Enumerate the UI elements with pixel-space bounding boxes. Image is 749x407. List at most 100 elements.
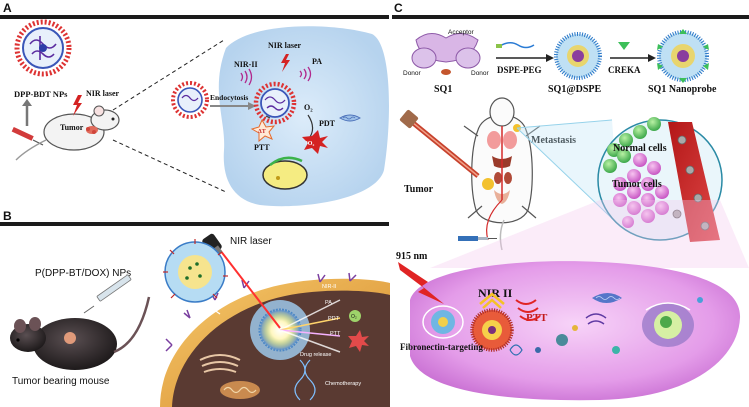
pdt-label-b: PDT [328, 316, 340, 322]
nir-ii-label-b: NIR-II [322, 284, 337, 290]
singlet-o2-burst-b [348, 330, 369, 352]
fibronectin-targeting-label: Fibronectin-targeting [400, 342, 483, 352]
laser-bolt-c [398, 262, 444, 304]
tumor-cells [613, 153, 669, 228]
tumor-cells-label: Tumor cells [612, 179, 662, 190]
vessel-nanoprobes [672, 135, 710, 231]
fibronectin-target-zone [422, 305, 464, 339]
ptt-label-a: PTT [254, 143, 270, 152]
normal-cells-label: Normal cells [613, 143, 667, 154]
laser-beam-b [219, 249, 281, 329]
panel-b-divider [0, 222, 389, 226]
nir-laser-label-inset: NIR laser [268, 41, 302, 50]
er-c2 [509, 344, 523, 356]
vesicle-c3 [535, 347, 541, 353]
singlet-oxygen-burst [302, 130, 328, 154]
normal-cells [603, 117, 661, 173]
sq1-label: SQ1 [434, 84, 452, 95]
ptt-arrow-a [265, 115, 271, 119]
zoom-line-c2 [516, 127, 621, 227]
delta-t-label-a: ΔT [258, 129, 266, 135]
ptt-label-b: PTT [330, 331, 341, 337]
zoom-line-c1 [516, 119, 613, 129]
laser-bolt-a [73, 95, 82, 116]
rays-b [279, 299, 341, 353]
pdt-arrow-a [307, 114, 314, 138]
pa-waves-a [299, 66, 312, 82]
dna-helix-b [294, 359, 316, 401]
sq1-nanoprobe [657, 29, 709, 83]
o2-bubble-b [349, 310, 361, 322]
nir-ii-waves-a [240, 68, 253, 86]
o2-label-a: O₂ [304, 103, 313, 112]
zoom-line-top [112, 39, 225, 111]
syringe-c-icon [458, 236, 497, 241]
sq1-nanoprobe-label: SQ1 Nanoprobe [648, 84, 717, 95]
nir-laser-label-b: NIR laser [230, 236, 272, 247]
p-dpp-bt-dox-nanoparticle [163, 239, 228, 303]
singlet-o2-label-a: ¹O₂ [306, 141, 314, 147]
pdt-label-a: PDT [319, 119, 336, 128]
donor-left-label: Donor [403, 70, 422, 77]
metastasis-label: Metastasis [531, 135, 576, 146]
laser-bolt-inset [281, 54, 290, 72]
tumor-bearing-mouse-label: Tumor bearing mouse [12, 376, 110, 387]
tumor-label-c: Tumor [404, 184, 434, 195]
mitochondria-icon-a [339, 114, 361, 122]
panel-b: NIR laser NIR-II PA PDT PTT O₂ Drug rele… [10, 233, 390, 407]
ptt-waves-c [515, 299, 541, 321]
syringe-b-icon [83, 274, 132, 314]
cell-inset-a [218, 26, 389, 207]
dpp-bdt-np-label: DPP-BDT NPs [14, 89, 68, 99]
panel-a-letter: A [3, 1, 12, 15]
endocytosis-label-a: Endocytosis [210, 93, 248, 102]
sq1-dspe-label: SQ1@DSPE [548, 84, 602, 95]
golgi-b [199, 354, 241, 373]
creka-label: CREKA [608, 65, 641, 75]
panel-c-divider [392, 15, 749, 19]
vesicle-c4 [612, 346, 620, 354]
blood-vessel [668, 122, 720, 242]
nanoparticle-outside-cell [171, 81, 209, 119]
tissue-inset [597, 117, 723, 242]
laser-probe-c [399, 109, 480, 178]
nucleus-a [262, 160, 308, 190]
syringe-icon [11, 126, 44, 146]
acceptor-label: Acceptor [448, 29, 474, 36]
vesicle-c1 [556, 334, 568, 346]
panel-c-letter: C [394, 1, 403, 15]
zoom-funnel-c [430, 200, 749, 268]
panel-b-letter: B [3, 209, 12, 223]
sq1-molecule [411, 33, 481, 75]
dspe-peg-label: DSPE-PEG [497, 65, 542, 75]
wavelength-label: 915 nm [396, 251, 428, 262]
pa-label-b: PA [325, 300, 332, 306]
drug-release-label-b: Drug release [300, 352, 332, 358]
ptt-star [250, 118, 276, 143]
p-dpp-bt-dox-np-label: P(DPP-BT/DOX) NPs [35, 268, 131, 279]
mouse-illustration [15, 105, 120, 161]
black-mouse-b [10, 296, 151, 370]
nanoprobe-in-cell [470, 308, 514, 352]
nir-ii-chevrons [479, 292, 505, 309]
panel-a: DPP-BDT NPs Tumor NIR laser [11, 19, 389, 207]
nir-ii-label-c: NIR II [478, 286, 513, 300]
tumor-label-a: Tumor [60, 123, 84, 132]
nanoparticle-inside-cell [253, 81, 297, 125]
nir-ii-label-a: NIR-II [234, 60, 258, 69]
dpp-bdt-nanoparticle [14, 19, 72, 77]
er-c [585, 313, 607, 325]
dspe-peg-icon [499, 42, 535, 49]
pa-label-a: PA [312, 57, 322, 66]
creka-peptide-icon [618, 42, 630, 50]
chemotherapy-label-b: Chemotherapy [325, 381, 361, 387]
panel-a-divider [0, 15, 389, 19]
endocytosis-arrow-b [199, 299, 221, 315]
o2-label-b: O₂ [351, 314, 357, 320]
panel-c: Acceptor Donor Donor SQ1 DSPE-PEG SQ1@DS… [396, 29, 749, 401]
vesicle-c5 [697, 297, 703, 303]
nir-laser-label-a: NIR laser [86, 89, 120, 98]
mitochondrion-c [592, 293, 622, 303]
zoom-line-bottom [112, 139, 227, 193]
